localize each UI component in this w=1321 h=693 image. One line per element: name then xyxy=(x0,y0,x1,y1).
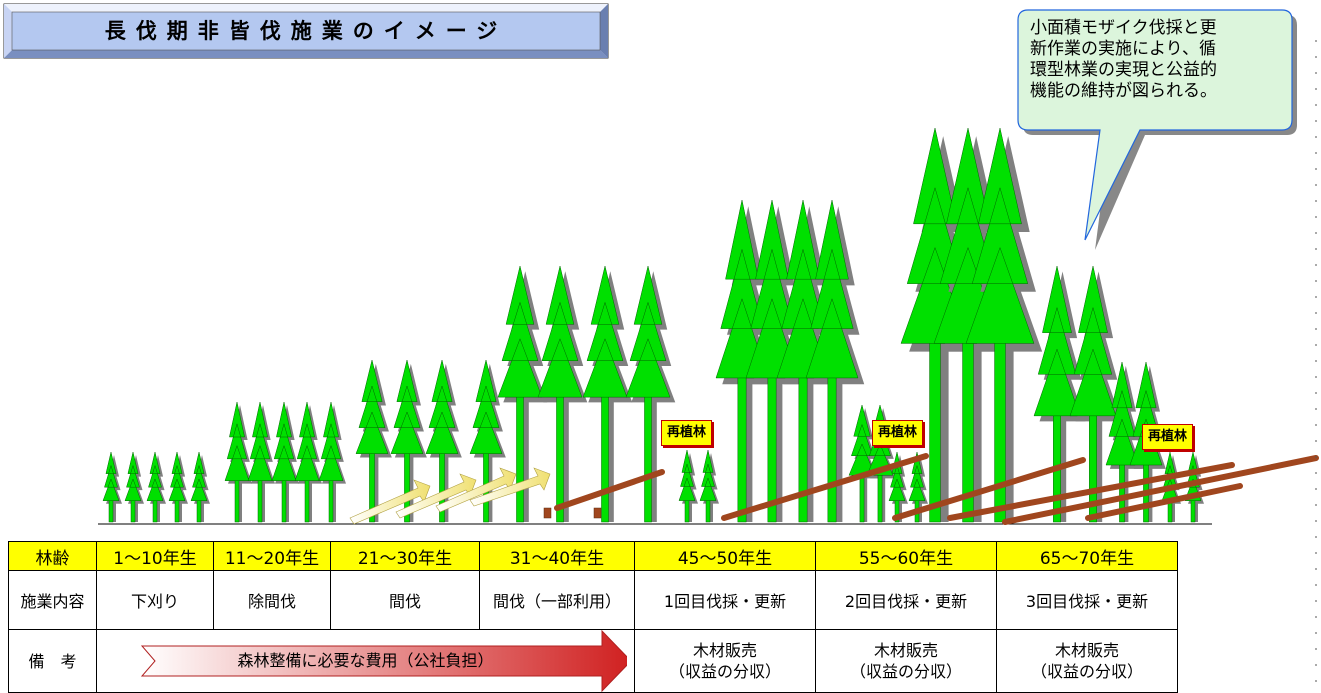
replant-label: 再植林 xyxy=(661,420,713,446)
tree-icon xyxy=(908,451,928,523)
tree-icon xyxy=(425,359,462,523)
note-cell: 木材販売 （収益の分収） xyxy=(634,629,816,693)
tree-icon xyxy=(805,199,865,523)
work-row: 施業内容 下刈り 除間伐 間伐 間伐（一部利用） 1回目伐採・更新 2回目伐採・… xyxy=(8,570,1178,630)
work-cell: 下刈り xyxy=(96,570,214,630)
note-line: （収益の分収） xyxy=(668,662,781,681)
stump-icon xyxy=(593,507,602,519)
work-cell: 除間伐 xyxy=(213,570,331,630)
operations-table: 林齢 1～10年生 11～20年生 21～30年生 31～40年生 45～50年… xyxy=(8,541,1178,693)
tree-icon xyxy=(497,265,548,523)
cost-arrow-cell: 森林整備に必要な費用（公社負担） xyxy=(96,629,635,693)
age-cell: 31～40年生 xyxy=(479,541,635,571)
row-header-note: 備 考 xyxy=(8,629,97,693)
tree-icon xyxy=(1105,361,1142,523)
work-cell: 3回目伐採・更新 xyxy=(996,570,1178,630)
age-cell: 1～10年生 xyxy=(96,541,214,571)
log-icon xyxy=(1085,483,1243,521)
tree-icon xyxy=(537,265,588,523)
note-line: 木材販売 xyxy=(692,641,757,660)
work-cell: 2回目伐採・更新 xyxy=(815,570,997,630)
log-icon xyxy=(947,462,1235,521)
tree-layer xyxy=(102,127,1204,525)
tree-icon xyxy=(1069,265,1122,523)
tree-icon xyxy=(776,199,836,523)
tree-icon xyxy=(355,359,392,523)
tree-icon xyxy=(582,265,633,523)
tree-icon xyxy=(190,451,210,523)
tree-icon xyxy=(888,451,908,523)
note-row: 備 考 森林整備に必要な費用（公社負担） 木材販売 （収益の分収） 木材販売 （… xyxy=(8,629,1178,693)
log-icon xyxy=(721,453,929,521)
note-line: （収益の分収） xyxy=(1030,662,1143,681)
replant-label: 再植林 xyxy=(872,420,924,446)
tree-icon xyxy=(124,451,144,523)
note-cell: 木材販売 （収益の分収） xyxy=(996,629,1178,693)
tree-icon xyxy=(1033,265,1086,523)
work-cell: 1回目伐採・更新 xyxy=(634,570,816,630)
tree-icon xyxy=(168,451,188,523)
tree-icon xyxy=(965,127,1043,523)
callout-line: 環型林業の実現と公益的 xyxy=(1030,60,1217,80)
age-row: 林齢 1～10年生 11～20年生 21～30年生 31～40年生 45～50年… xyxy=(8,541,1178,571)
thinning-arrows xyxy=(349,467,551,525)
age-cell: 11～20年生 xyxy=(213,541,331,571)
row-header-work: 施業内容 xyxy=(8,570,97,630)
tree-icon xyxy=(102,451,122,523)
tree-icon xyxy=(271,401,299,523)
work-cell: 間伐 xyxy=(330,570,480,630)
note-line: 木材販売 xyxy=(1054,641,1119,660)
tree-icon xyxy=(294,401,322,523)
log-icon xyxy=(892,457,1086,521)
cost-arrow-text: 森林整備に必要な費用（公社負担） xyxy=(237,651,494,670)
tree-icon xyxy=(390,359,427,523)
tree-icon xyxy=(146,451,166,523)
stump-icon xyxy=(543,507,552,519)
callout-line: 小面積モザイク伐採と更 xyxy=(1030,18,1217,38)
replant-label: 再植林 xyxy=(1142,424,1194,450)
tree-icon xyxy=(247,401,275,523)
age-cell: 45～50年生 xyxy=(634,541,816,571)
tree-icon xyxy=(715,199,775,523)
callout-line: 機能の維持が図られる。 xyxy=(1030,81,1217,101)
cost-arrow xyxy=(140,630,627,692)
age-cell: 55～60年生 xyxy=(815,541,997,571)
tree-icon xyxy=(699,449,719,523)
page-title: 長伐期非皆伐施業のイメージ xyxy=(104,19,508,43)
tree-icon xyxy=(745,199,805,523)
note-line: 木材販売 xyxy=(873,641,938,660)
note-line: （収益の分収） xyxy=(849,662,962,681)
tree-icon xyxy=(224,401,252,523)
tree-icon xyxy=(469,359,506,523)
tree-icon xyxy=(625,265,676,523)
callout-bubble xyxy=(1017,9,1297,250)
log-icon xyxy=(554,469,665,511)
tree-icon xyxy=(318,401,346,523)
tree-icon xyxy=(678,449,698,523)
title-box xyxy=(3,3,609,59)
work-cell: 間伐（一部利用） xyxy=(479,570,635,630)
row-header-age: 林齢 xyxy=(8,541,97,571)
callout-line: 新作業の実施により、循 xyxy=(1030,39,1216,59)
age-cell: 65～70年生 xyxy=(996,541,1178,571)
log-icon xyxy=(1002,455,1319,525)
callout-text: 小面積モザイク伐採と更 新作業の実施により、循 環型林業の実現と公益的 機能の維… xyxy=(1030,18,1280,102)
note-cell: 木材販売 （収益の分収） xyxy=(815,629,997,693)
log-layer xyxy=(543,453,1319,525)
age-cell: 21～30年生 xyxy=(330,541,480,571)
